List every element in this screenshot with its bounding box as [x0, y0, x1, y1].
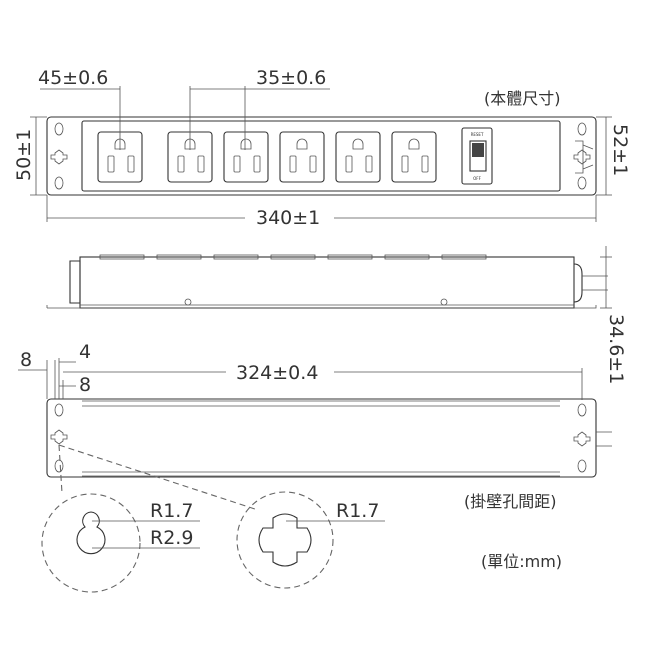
- cable-stub: [575, 140, 594, 174]
- side-bump: [99, 254, 145, 260]
- mount-hole-icon: [573, 122, 591, 190]
- cross-r: R1.7: [336, 500, 379, 522]
- switch-on-label: RESET: [471, 132, 484, 137]
- dim-hole-distance: 324±0.4: [236, 362, 318, 384]
- outlet: [279, 131, 325, 183]
- cross-detail: [236, 491, 334, 589]
- keyhole-detail: [41, 493, 141, 593]
- top-view-plate: [46, 116, 597, 196]
- wall-mount-label: (掛壁孔間距): [464, 492, 557, 511]
- side-view: 34.6±1: [46, 246, 627, 384]
- dim-side-height: 34.6±1: [605, 314, 627, 384]
- bottom-view-plate: [46, 398, 597, 478]
- dim-outlet-first: 45±0.6: [38, 67, 108, 89]
- side-bump: [384, 254, 430, 260]
- dim-outlet-pitch: 35±0.6: [256, 67, 326, 89]
- cross-slot-icon: [258, 513, 312, 567]
- bottom-view: 8 4 8 324±0.4 (掛壁孔間距) R1.7 R2.9 R1.7 (單位…: [18, 341, 612, 593]
- outlet: [335, 131, 381, 183]
- mount-hole-icon: [50, 122, 68, 190]
- keyhole-r-small: R1.7: [150, 500, 193, 522]
- unit-label: (單位:mm): [481, 552, 562, 571]
- dim-height: 50±1: [13, 129, 35, 181]
- side-bump: [156, 254, 202, 260]
- power-switch: RESET OFF: [461, 127, 493, 185]
- side-view-body: [79, 256, 575, 309]
- body-size-label: (本體尺寸): [484, 89, 561, 108]
- side-bump: [213, 254, 259, 260]
- outlet-group: [97, 131, 437, 183]
- outlet: [223, 131, 269, 183]
- keyhole-r-large: R2.9: [150, 527, 193, 549]
- dim-8-left: 8: [20, 349, 32, 371]
- dim-4: 4: [79, 341, 91, 363]
- dim-depth: 52±1: [609, 124, 631, 176]
- side-bump: [327, 254, 373, 260]
- keyhole-icon: [76, 511, 106, 555]
- outlet: [391, 131, 437, 183]
- dim-length: 340±1: [256, 207, 320, 229]
- top-view: RESET OFF 45±0.6 35±0.6 50±1 52±1 340±1 …: [13, 67, 631, 229]
- switch-off-label: OFF: [473, 176, 481, 181]
- side-bumps: [99, 254, 487, 260]
- top-view-body: [81, 120, 561, 192]
- dim-8-right: 8: [79, 374, 91, 396]
- side-bump: [441, 254, 487, 260]
- side-bump: [270, 254, 316, 260]
